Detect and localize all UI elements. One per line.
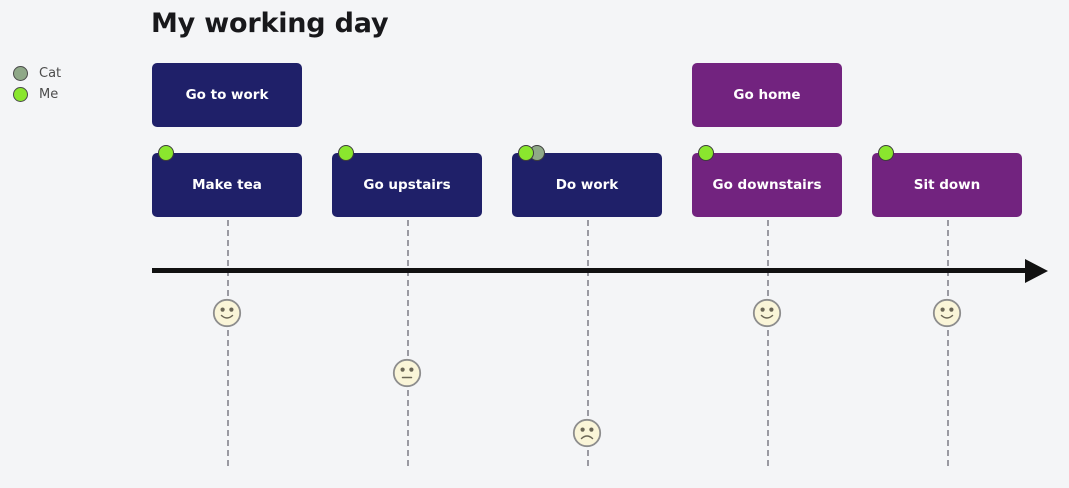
task-box-go-to-work[interactable]: Go to work (152, 63, 302, 127)
mood-face-happy (752, 298, 782, 328)
task-label: Make tea (192, 176, 262, 193)
timeline-arrow-icon (1025, 259, 1048, 283)
timeline-connector-line (587, 220, 589, 466)
task-label: Go home (733, 86, 801, 103)
task-label: Go downstairs (712, 176, 822, 193)
task-box-go-downstairs[interactable]: Go downstairs (692, 153, 842, 217)
task-box-go-upstairs[interactable]: Go upstairs (332, 153, 482, 217)
actor-dot-me (878, 145, 894, 161)
mood-face-sad (572, 418, 602, 448)
legend-item-me: Me (13, 84, 133, 105)
actor-dot-me (518, 145, 534, 161)
task-box-go-home[interactable]: Go home (692, 63, 842, 127)
legend-item-cat: Cat (13, 63, 133, 84)
actor-dot-me (338, 145, 354, 161)
actor-dot-me (698, 145, 714, 161)
mood-face-happy (212, 298, 242, 328)
task-label: Go to work (185, 86, 269, 103)
legend-item-label: Cat (39, 66, 62, 81)
task-box-sit-down[interactable]: Sit down (872, 153, 1022, 217)
cat-swatch (13, 66, 28, 81)
task-label: Sit down (913, 176, 981, 193)
timeline-connector-line (947, 220, 949, 466)
timeline-connector-line (767, 220, 769, 466)
mood-face-happy (932, 298, 962, 328)
legend-item-label: Me (39, 87, 59, 102)
task-box-make-tea[interactable]: Make tea (152, 153, 302, 217)
timeline-axis-line (152, 268, 1032, 273)
task-label: Do work (555, 176, 619, 193)
me-swatch (13, 87, 28, 102)
timeline-connector-line (227, 220, 229, 466)
task-label: Go upstairs (363, 176, 451, 193)
task-box-do-work[interactable]: Do work (512, 153, 662, 217)
actor-dot-me (158, 145, 174, 161)
mood-face-neutral (392, 358, 422, 388)
timeline-connector-line (407, 220, 409, 466)
page-title: My working day (151, 8, 389, 39)
